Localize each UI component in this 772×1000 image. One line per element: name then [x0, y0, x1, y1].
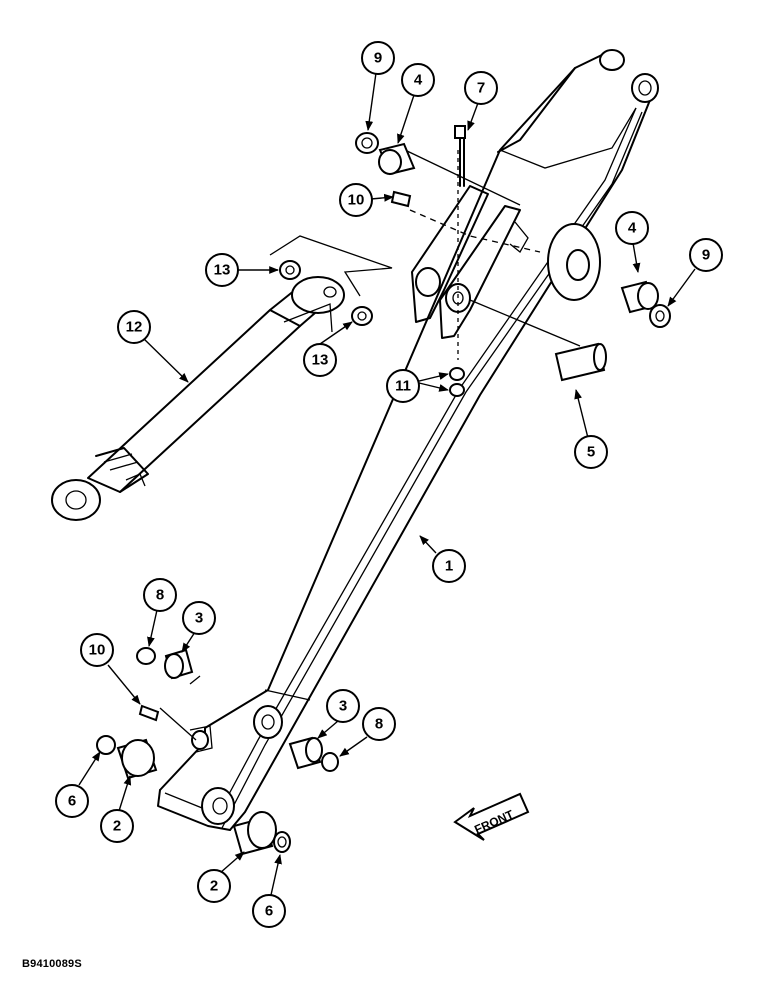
callout-8-right: 8: [362, 707, 396, 741]
svg-text:7: 7: [477, 80, 485, 97]
washer-8-right: [321, 752, 339, 772]
svg-text:11: 11: [395, 378, 411, 395]
callout-13-lower: 13: [303, 343, 337, 377]
svg-text:5: 5: [587, 444, 595, 461]
washer-8-left: [136, 647, 156, 665]
svg-text:2: 2: [210, 878, 218, 895]
boom-cylinder: [51, 235, 393, 521]
callout-4-upper: 4: [401, 63, 435, 97]
boom-weldment: [157, 49, 659, 831]
svg-text:3: 3: [195, 610, 203, 627]
callout-10-lower: 10: [80, 633, 114, 667]
svg-text:8: 8: [375, 716, 383, 733]
svg-text:12: 12: [126, 319, 143, 336]
callout-10-upper: 10: [339, 183, 373, 217]
washer-6-left: [96, 735, 116, 755]
callout-6-right: 6: [252, 894, 286, 928]
svg-text:8: 8: [156, 587, 164, 604]
callout-5: 5: [574, 435, 608, 469]
leader-lines: [78, 72, 696, 896]
callout-2-right: 2: [197, 869, 231, 903]
callout-13-upper: 13: [205, 253, 239, 287]
svg-text:6: 6: [68, 793, 76, 810]
washer-9-upper: [355, 132, 379, 154]
callout-3-left: 3: [182, 601, 216, 635]
nut-11-upper: [449, 367, 465, 381]
svg-text:3: 3: [339, 698, 347, 715]
front-direction-arrow: FRONT: [453, 792, 530, 841]
washer-13-lower: [351, 306, 373, 326]
svg-text:2: 2: [113, 818, 121, 835]
svg-text:1: 1: [445, 558, 453, 575]
washer-13-upper: [279, 260, 301, 280]
svg-text:4: 4: [414, 72, 423, 89]
callout-11: 11: [386, 369, 420, 403]
bolt-7: [454, 125, 466, 139]
svg-text:9: 9: [702, 247, 710, 264]
svg-text:13: 13: [214, 262, 231, 279]
callout-4-right: 4: [615, 211, 649, 245]
pin-5: [554, 342, 606, 382]
washer-6-right: [273, 831, 291, 853]
svg-text:10: 10: [348, 192, 365, 209]
callout-3-right: 3: [326, 689, 360, 723]
svg-text:13: 13: [312, 352, 329, 369]
washer-9-right: [649, 304, 671, 328]
svg-text:6: 6: [265, 903, 273, 920]
figure-code: B9410089S: [22, 958, 82, 970]
callout-9-right: 9: [689, 238, 723, 272]
svg-text:10: 10: [89, 642, 106, 659]
nut-11-lower: [449, 383, 465, 397]
callout-9-upper: 9: [361, 41, 395, 75]
svg-text:9: 9: [374, 50, 382, 67]
callout-12: 12: [117, 310, 151, 344]
svg-text:4: 4: [628, 220, 637, 237]
callout-1: 1: [432, 549, 466, 583]
callout-2-left: 2: [100, 809, 134, 843]
callout-8-left: 8: [143, 578, 177, 612]
loose-parts: [96, 125, 671, 856]
alignment-lines: [159, 149, 581, 741]
callout-6-left: 6: [55, 784, 89, 818]
callout-7: 7: [464, 71, 498, 105]
